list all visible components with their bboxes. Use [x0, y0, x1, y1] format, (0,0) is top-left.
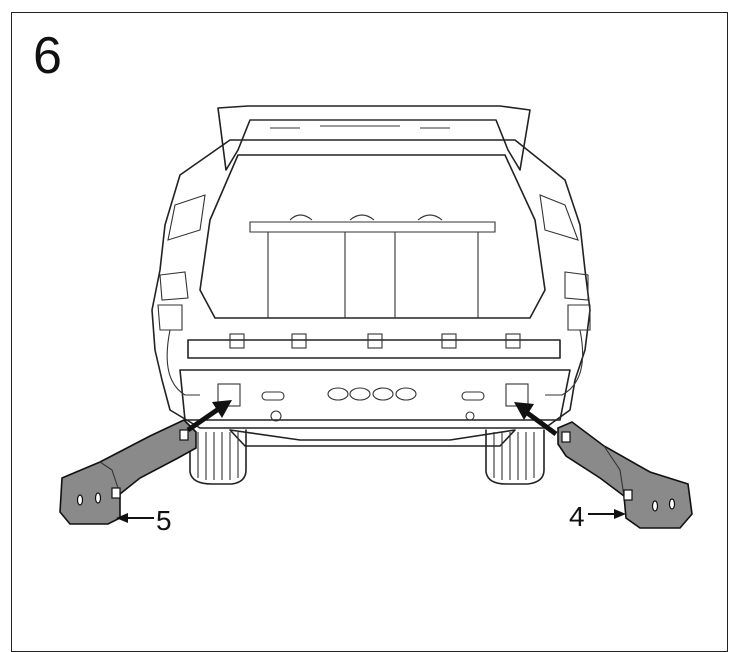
install-arrow-left	[186, 400, 232, 433]
left-mounting-bracket	[59, 419, 197, 525]
install-arrow-right	[514, 402, 558, 437]
callout-label-4: 4	[569, 501, 585, 532]
right-mounting-bracket	[557, 421, 693, 529]
rear-tires	[189, 429, 545, 485]
leader-line-4	[588, 509, 626, 519]
diagram-frame	[11, 12, 728, 652]
vehicle-body	[151, 139, 591, 447]
step-number: 6	[33, 27, 62, 85]
liftgate	[217, 105, 531, 171]
leader-line-5	[116, 513, 154, 523]
callout-label-5: 5	[156, 505, 172, 536]
